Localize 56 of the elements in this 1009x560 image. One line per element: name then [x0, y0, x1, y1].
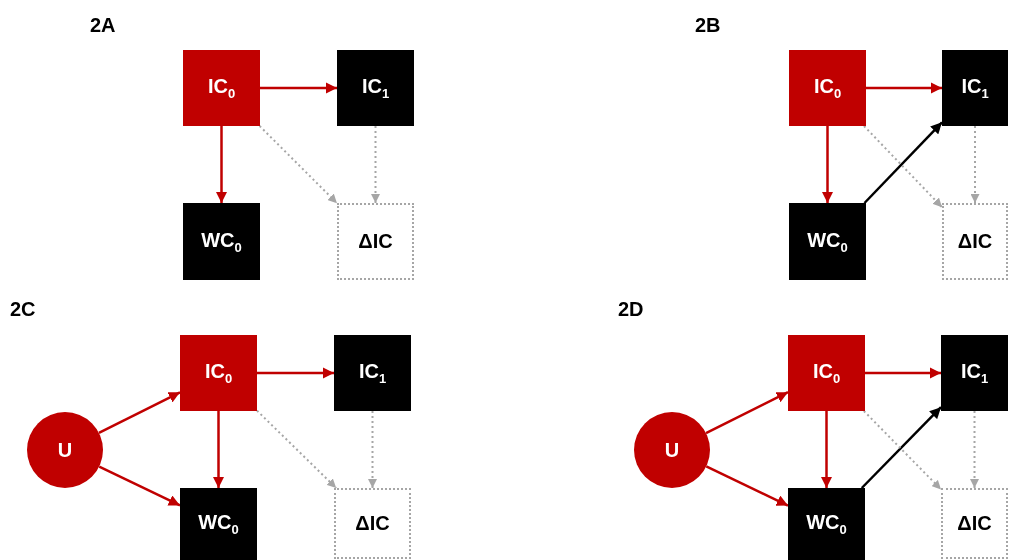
node-label: ΔIC — [957, 230, 993, 253]
panel-label: 2A — [90, 14, 116, 37]
arrow — [98, 465, 181, 507]
node-label: WC$_{0}$ — [198, 511, 239, 537]
arrow — [866, 82, 942, 94]
process-box — [942, 50, 1008, 126]
node-label: ΔIC — [957, 512, 992, 535]
panel-label: 2B — [695, 14, 721, 37]
node-label: IC$_{1}$ — [358, 360, 387, 386]
node-label: IC$_{0}$ — [812, 360, 841, 386]
arrow — [260, 82, 337, 94]
dotted-arrow — [258, 125, 338, 205]
node-label: WC$_{0}$ — [806, 511, 847, 537]
dotted-arrow — [368, 410, 377, 489]
dotted-arrow — [970, 410, 979, 489]
node-label: IC$_{0}$ — [204, 360, 233, 386]
node-label: WC$_{0}$ — [807, 228, 848, 255]
node-label: IC$_{1}$ — [960, 360, 989, 386]
panel-label: 2C — [10, 298, 36, 321]
dotted-box — [941, 488, 1008, 559]
panel-label: 2D — [618, 298, 644, 321]
node-label: ΔIC — [358, 230, 393, 253]
dotted-arrow — [371, 125, 380, 204]
dotted-arrow — [256, 409, 338, 489]
dotted-box — [337, 203, 414, 280]
process-box — [183, 203, 260, 280]
node-label: IC$_{0}$ — [207, 75, 236, 101]
process-box — [789, 203, 866, 280]
process-box — [789, 50, 866, 126]
process-box — [788, 335, 865, 411]
process-box — [183, 50, 260, 126]
arrow — [820, 411, 833, 488]
dotted-box — [334, 488, 411, 559]
arrow — [98, 391, 181, 435]
node-label: WC$_{0}$ — [201, 228, 242, 255]
arrow — [212, 411, 225, 488]
arrow — [215, 126, 228, 203]
node-label: IC$_{1}$ — [961, 75, 989, 101]
arrow — [705, 465, 789, 507]
arrow — [821, 126, 834, 203]
process-box — [180, 488, 257, 560]
process-box — [180, 335, 257, 411]
process-box — [337, 50, 414, 126]
arrow — [257, 367, 334, 379]
process-box — [941, 335, 1008, 411]
arrow — [705, 391, 789, 435]
node-label: U — [664, 438, 680, 462]
process-box — [788, 488, 865, 560]
process-box — [334, 335, 411, 411]
node-label: ΔIC — [355, 512, 390, 535]
node-label: U — [57, 438, 73, 462]
node-label: IC$_{1}$ — [361, 75, 390, 101]
dotted-arrow — [970, 125, 980, 204]
dotted-box — [942, 203, 1008, 280]
arrow — [865, 367, 941, 379]
node-label: IC$_{0}$ — [813, 75, 842, 101]
